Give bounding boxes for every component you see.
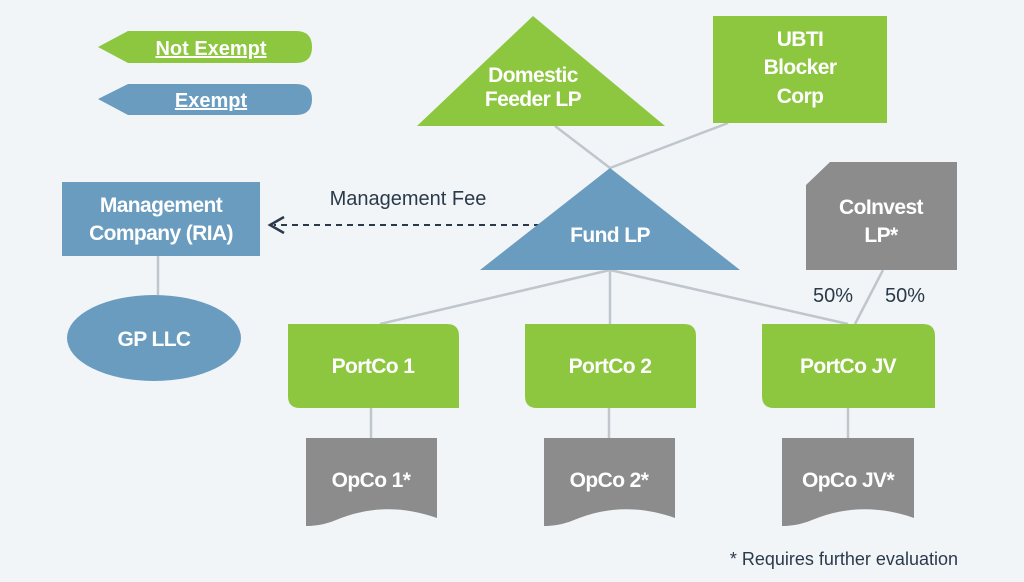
legend: Not Exempt Exempt bbox=[98, 31, 312, 115]
edge-feeder-fund bbox=[554, 125, 611, 169]
edge-fund-portcojv bbox=[609, 268, 849, 326]
edge-coinvest-portcojv bbox=[853, 269, 885, 325]
connectors bbox=[156, 121, 885, 438]
ubti-label-line1: UBTI bbox=[777, 28, 824, 51]
portco-jv-node: PortCo JV bbox=[762, 324, 935, 408]
management-fee-label: Management Fee bbox=[330, 188, 487, 210]
legend-exempt-label: Exempt bbox=[175, 90, 248, 112]
opco-2-node: OpCo 2* bbox=[544, 438, 675, 526]
fund-lp-label: Fund LP bbox=[570, 224, 650, 247]
footnote: * Requires further evaluation bbox=[730, 549, 958, 569]
gp-llc-label: GP LLC bbox=[117, 328, 190, 351]
coinvest-lp-node: CoInvest LP* bbox=[806, 162, 957, 270]
opco-1-label: OpCo 1* bbox=[332, 469, 412, 492]
portco-1-node: PortCo 1 bbox=[288, 324, 459, 408]
portco-2-label: PortCo 2 bbox=[569, 355, 652, 378]
fund-lp-node: Fund LP bbox=[480, 168, 740, 270]
management-company-label-line2: Company (RIA) bbox=[89, 222, 233, 245]
management-company-label-line1: Management bbox=[100, 194, 223, 217]
ubti-blocker-corp-node: UBTI Blocker Corp bbox=[713, 16, 887, 123]
legend-exempt-shape bbox=[98, 84, 312, 115]
opco-jv-label: OpCo JV* bbox=[802, 469, 895, 492]
portco-jv-label: PortCo JV bbox=[800, 355, 897, 378]
opco-jv-node: OpCo JV* bbox=[782, 438, 914, 526]
coinvest-label-line1: CoInvest bbox=[839, 196, 923, 219]
ubti-label-line2: Blocker bbox=[764, 56, 837, 79]
edge-blocker-fund bbox=[609, 121, 729, 170]
portco-2-node: PortCo 2 bbox=[525, 324, 696, 408]
jv-coinvest-share-label: 50% bbox=[885, 285, 925, 307]
legend-not-exempt-label: Not Exempt bbox=[155, 38, 266, 60]
opco-1-node: OpCo 1* bbox=[306, 438, 437, 526]
gp-llc-node: GP LLC bbox=[67, 295, 241, 381]
ubti-label-line3: Corp bbox=[777, 85, 824, 108]
coinvest-label-line2: LP* bbox=[864, 224, 899, 247]
domestic-feeder-lp-node: Domestic Feeder LP bbox=[417, 16, 665, 126]
edge-fund-portco1 bbox=[379, 268, 611, 326]
jv-fund-share-label: 50% bbox=[813, 285, 853, 307]
legend-not-exempt-shape bbox=[98, 31, 312, 63]
management-company-node: Management Company (RIA) bbox=[62, 182, 260, 256]
domestic-feeder-label-line2: Feeder LP bbox=[485, 88, 582, 111]
domestic-feeder-label-line1: Domestic bbox=[488, 64, 579, 87]
management-fee-arrow bbox=[267, 215, 540, 235]
portco-1-label: PortCo 1 bbox=[332, 355, 416, 378]
opco-2-label: OpCo 2* bbox=[570, 469, 650, 492]
